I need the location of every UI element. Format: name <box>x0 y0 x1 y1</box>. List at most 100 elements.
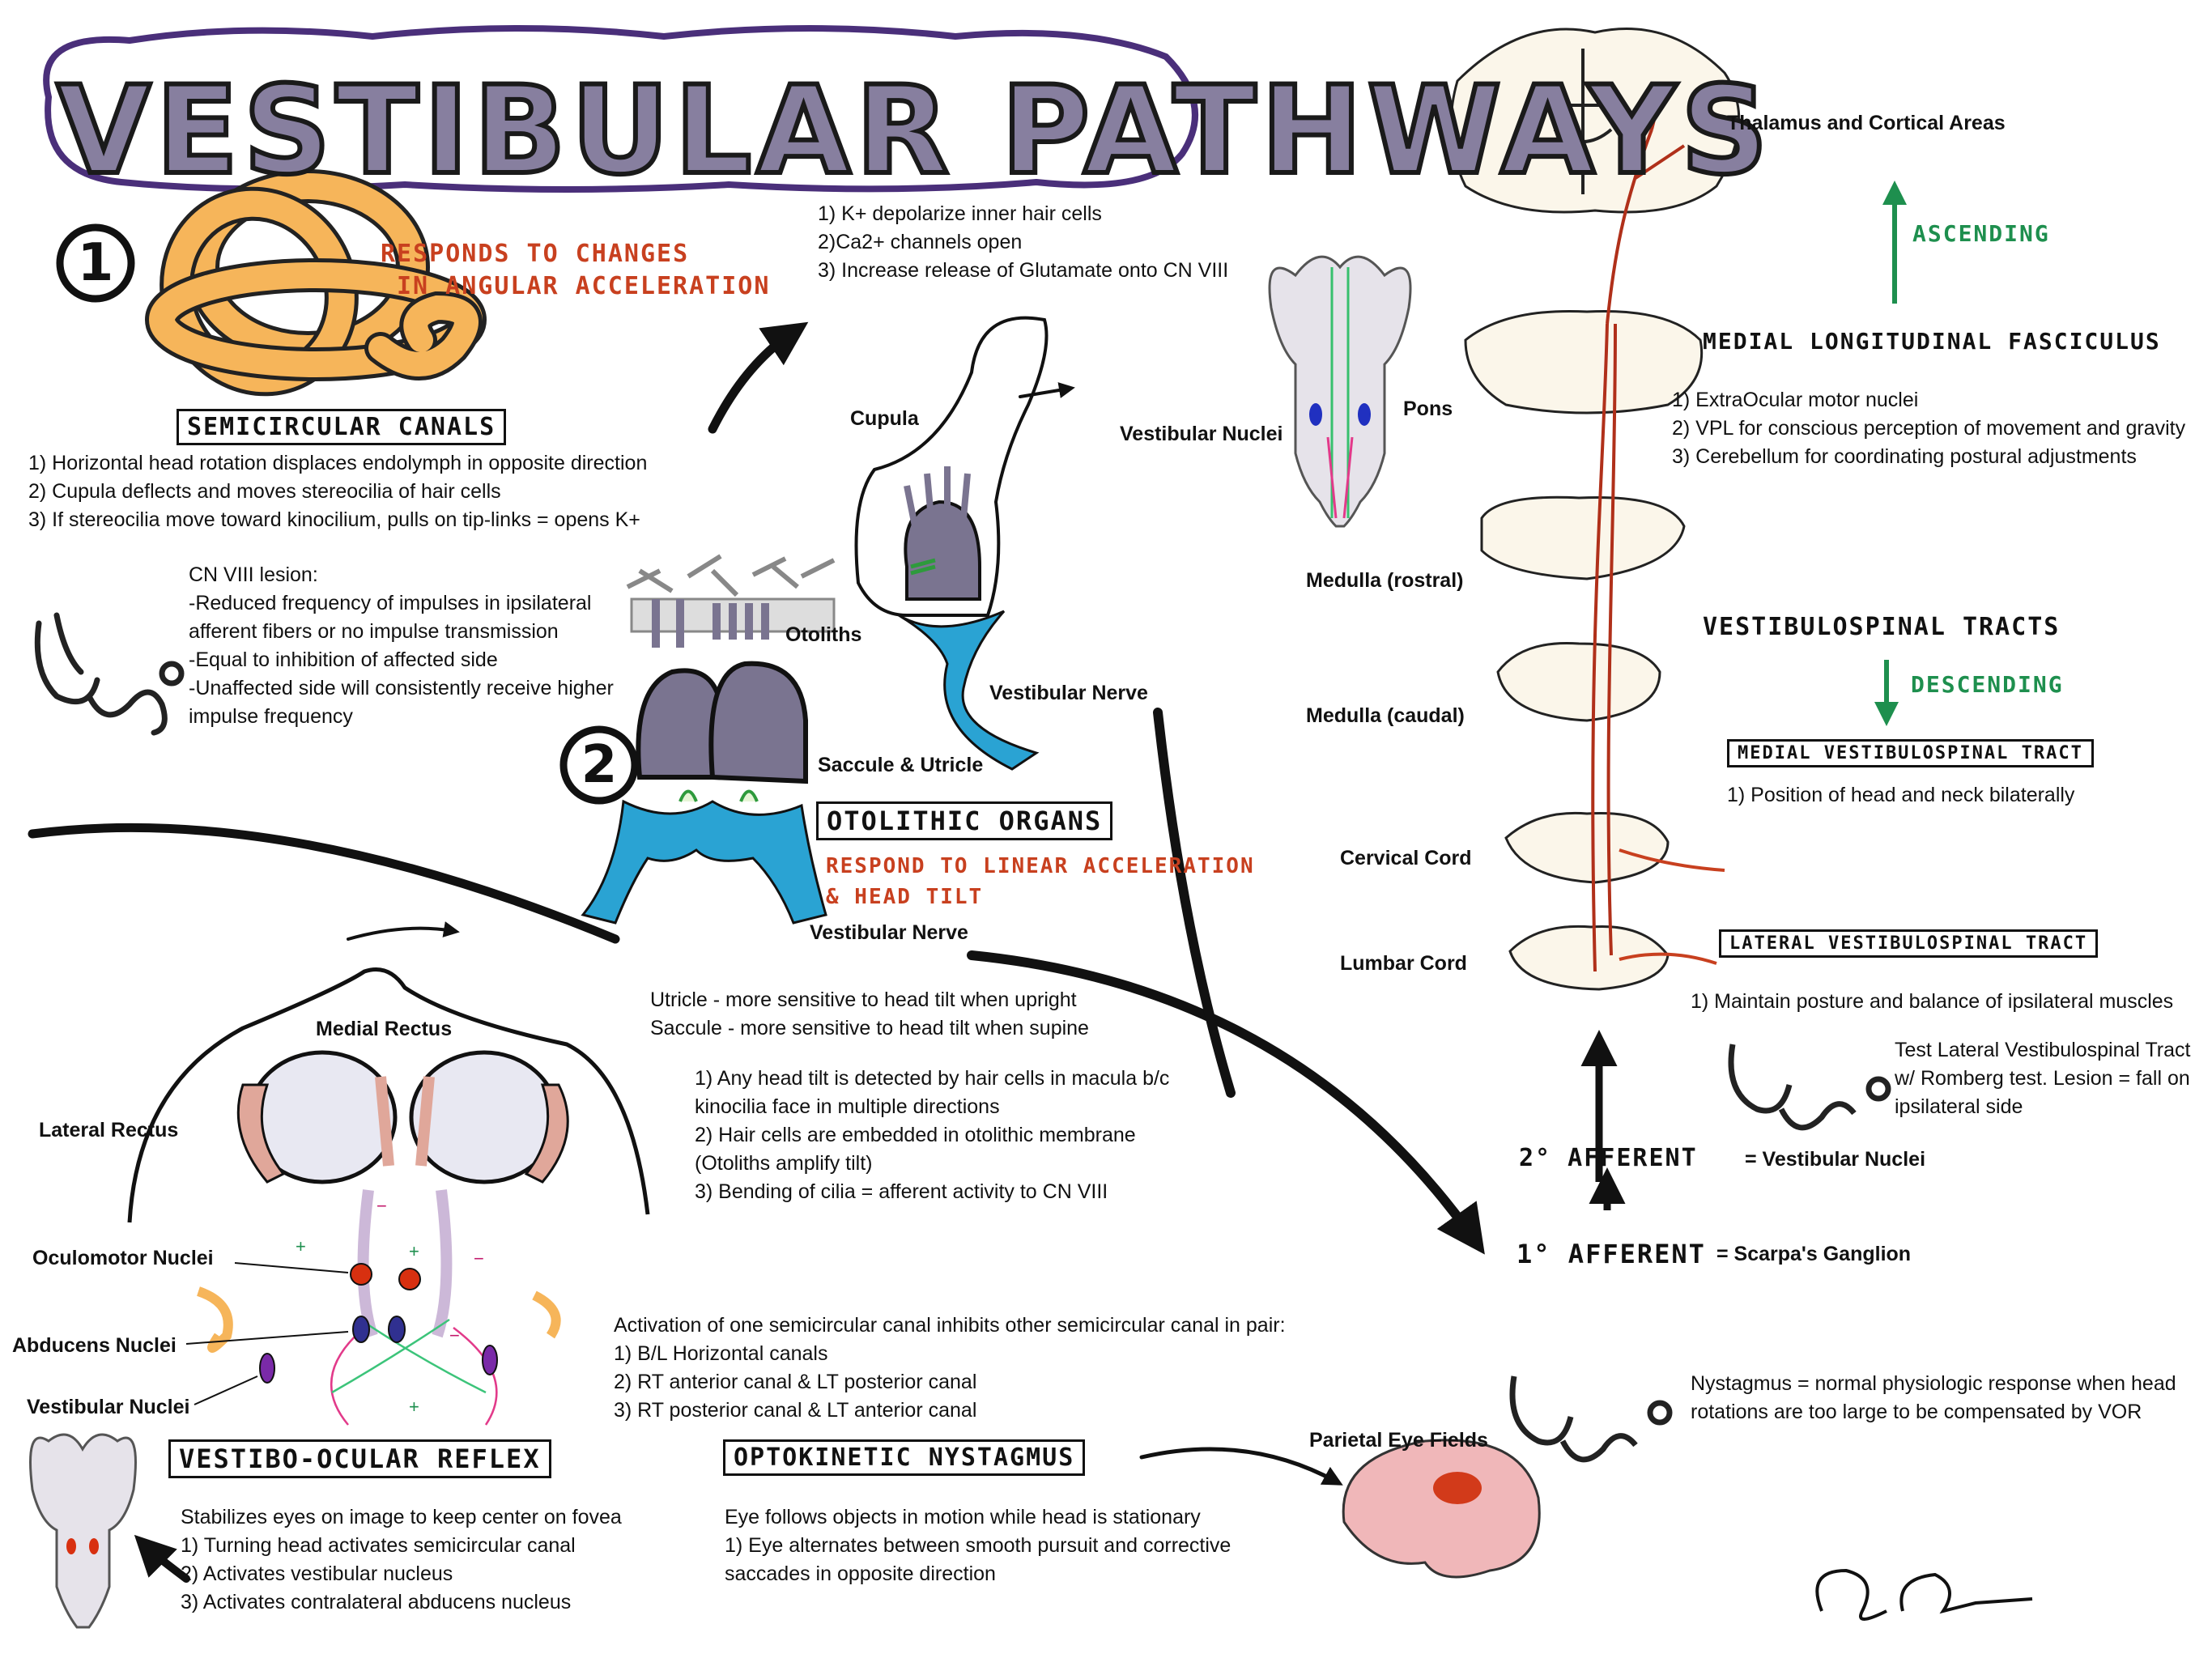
mlf-point-1: 1) ExtraOcular motor nuclei <box>1672 389 1919 411</box>
saccule-sensitivity: Saccule - more sensitive to head tilt wh… <box>650 1017 1089 1039</box>
lesion-line-5: -Unaffected side will consistently recei… <box>189 677 614 699</box>
thalamus-label: Thalamus and Cortical Areas <box>1727 112 2006 134</box>
abducens-nuclei-label: Abducens Nuclei <box>12 1334 177 1357</box>
signature <box>1815 1568 2033 1621</box>
ascending-label: ASCENDING <box>1912 220 2050 247</box>
romberg-line-1: w/ Romberg test. Lesion = fall on <box>1895 1067 2190 1090</box>
mvst-point: 1) Position of head and neck bilaterally <box>1727 784 2075 806</box>
medial-rectus-label: Medial Rectus <box>316 1018 453 1040</box>
title-cloud-outline <box>43 25 1198 193</box>
vor-sign-minus-3: − <box>449 1325 460 1346</box>
semicircular-point-2: 2) Cupula deflects and moves stereocilia… <box>28 480 501 503</box>
romberg-line-0: Test Lateral Vestibulospinal Tract <box>1895 1039 2191 1061</box>
otolith-organ-drawing <box>581 554 836 925</box>
vor-heading: VESTIBO-OCULAR REFLEX <box>168 1439 551 1478</box>
cupula-drawing <box>854 316 1049 771</box>
primary-afferent-target: = Scarpa's Ganglion <box>1716 1243 1912 1265</box>
hair-cell-point-2: 2)Ca2+ channels open <box>818 231 1023 253</box>
vor-point-0: Stabilizes eyes on image to keep center … <box>181 1506 622 1528</box>
vor-sign-minus-2: − <box>474 1248 484 1269</box>
otolith-point-3: 3) Bending of cilia = afferent activity … <box>695 1180 1108 1203</box>
lesion-line-3: afferent fibers or no impulse transmissi… <box>189 620 559 643</box>
cerebral-section <box>1449 28 1741 214</box>
semicircular-point-1: 1) Horizontal head rotation displaces en… <box>28 452 648 474</box>
utricle-sensitivity: Utricle - more sensitive to head tilt wh… <box>650 988 1077 1011</box>
otolith-point-1: 1) Any head tilt is detected by hair cel… <box>695 1067 1170 1090</box>
canal-pairs-line-3: 3) RT posterior canal & LT anterior cana… <box>614 1399 977 1422</box>
stethoscope-romberg <box>1728 1044 1891 1131</box>
cervical-cord-label: Cervical Cord <box>1340 847 1472 869</box>
otolith-note-line1: RESPOND TO LINEAR ACCELERATION <box>826 854 1255 878</box>
brainstem-pons-drawing <box>1268 255 1412 528</box>
step-1-circle <box>56 223 135 303</box>
otolith-point-2: 2) Hair cells are embedded in otolithic … <box>695 1124 1136 1146</box>
cervical-section <box>1504 811 1670 884</box>
lumbar-cord-label: Lumbar Cord <box>1340 952 1467 975</box>
mlf-point-2: 2) VPL for conscious perception of movem… <box>1672 417 2186 440</box>
stethoscope-nystagmus <box>1509 1375 1673 1463</box>
cupula-label: Cupula <box>850 407 919 430</box>
vestibular-nerve-label-top: Vestibular Nerve <box>989 682 1148 704</box>
spinal-pathway-drawing <box>1449 28 1907 1210</box>
pons-section <box>1464 309 1704 414</box>
semicircular-note-line1: RESPONDS TO CHANGES <box>381 240 690 268</box>
lesion-line-4: -Equal to inhibition of affected side <box>189 648 498 671</box>
step-1-number: 1 <box>77 233 114 293</box>
stethoscope-lesion <box>34 612 185 736</box>
canal-pairs-line-2: 2) RT anterior canal & LT posterior cana… <box>614 1371 977 1393</box>
flow-arrows <box>28 321 1485 1583</box>
oculomotor-nuclei-label: Oculomotor Nuclei <box>32 1247 214 1269</box>
mvst-heading: MEDIAL VESTIBULOSPINAL TRACT <box>1727 739 2094 767</box>
medulla-rostral-section <box>1480 495 1686 580</box>
saccule-utricle-label: Saccule & Utricle <box>818 754 984 776</box>
okn-point-1: 1) Eye alternates between smooth pursuit… <box>725 1534 1231 1557</box>
secondary-afferent-label: 2° AFFERENT <box>1519 1144 1698 1172</box>
parietal-brain-drawing <box>1342 1439 1541 1579</box>
vestibular-nerve-label-bottom: Vestibular Nerve <box>810 921 968 944</box>
lesion-line-2: -Reduced frequency of impulses in ipsila… <box>189 592 592 614</box>
vor-sign-plus-3: + <box>409 1397 419 1417</box>
lvst-heading: LATERAL VESTIBULOSPINAL TRACT <box>1719 929 2099 958</box>
step-2-circle <box>559 725 639 805</box>
semicircular-note-line2: IN ANGULAR ACCELERATION <box>397 272 771 300</box>
brainstem-small-drawing <box>29 1433 137 1629</box>
lumbar-section <box>1508 925 1670 991</box>
okn-point-2: saccades in opposite direction <box>725 1562 996 1585</box>
secondary-afferent-target: = Vestibular Nuclei <box>1745 1148 1926 1171</box>
okn-point-0: Eye follows objects in motion while head… <box>725 1506 1201 1528</box>
otolith-point-1b: kinocilia face in multiple directions <box>695 1095 1000 1118</box>
medulla-rostral-label: Medulla (rostral) <box>1306 569 1464 592</box>
hair-cell-point-3: 3) Increase release of Glutamate onto CN… <box>818 259 1229 282</box>
vor-point-2: 2) Activates vestibular nucleus <box>181 1562 453 1585</box>
primary-afferent-label: 1° AFFERENT <box>1516 1239 1706 1269</box>
canal-pairs-line-1: 1) B/L Horizontal canals <box>614 1342 828 1365</box>
step-2-number: 2 <box>581 735 618 795</box>
lesion-line-1: CN VIII lesion: <box>189 563 318 586</box>
semicircular-canals-drawing <box>145 169 487 397</box>
vor-sign-plus-2: + <box>409 1241 419 1261</box>
page-title: VESTIBULAR PATHWAYS <box>54 58 1773 204</box>
canal-pairs-line-0: Activation of one semicircular canal inh… <box>614 1314 1286 1337</box>
vestibular-nuclei-brainstem-label: Vestibular Nuclei <box>1120 423 1283 445</box>
otolithic-organs-heading: OTOLITHIC ORGANS <box>816 801 1113 840</box>
lvst-point: 1) Maintain posture and balance of ipsil… <box>1691 990 2174 1013</box>
medulla-caudal-section <box>1496 641 1661 722</box>
mlf-point-3: 3) Cerebellum for coordinating postural … <box>1672 445 2137 468</box>
vor-sign-plus-1: + <box>296 1236 306 1256</box>
pons-label: Pons <box>1403 397 1453 420</box>
romberg-line-2: ipsilateral side <box>1895 1095 2023 1118</box>
otolith-note-line2: & HEAD TILT <box>826 885 984 909</box>
hair-cell-point-1: 1) K+ depolarize inner hair cells <box>818 202 1102 225</box>
okn-heading: OPTOKINETIC NYSTAGMUS <box>723 1439 1086 1476</box>
lesion-line-6: impulse frequency <box>189 705 353 728</box>
descending-label: DESCENDING <box>1911 671 2064 698</box>
vor-head-drawing <box>127 967 650 1426</box>
medulla-caudal-label: Medulla (caudal) <box>1306 704 1465 727</box>
otoliths-label: Otoliths <box>785 623 862 646</box>
otolith-point-2b: (Otoliths amplify tilt) <box>695 1152 873 1175</box>
vor-point-3: 3) Activates contralateral abducens nucl… <box>181 1591 572 1613</box>
semicircular-point-3: 3) If stereocilia move toward kinocilium… <box>28 508 640 531</box>
nystagmus-line-1: rotations are too large to be compensate… <box>1691 1401 2142 1423</box>
nystagmus-line-0: Nystagmus = normal physiologic response … <box>1691 1372 2176 1395</box>
